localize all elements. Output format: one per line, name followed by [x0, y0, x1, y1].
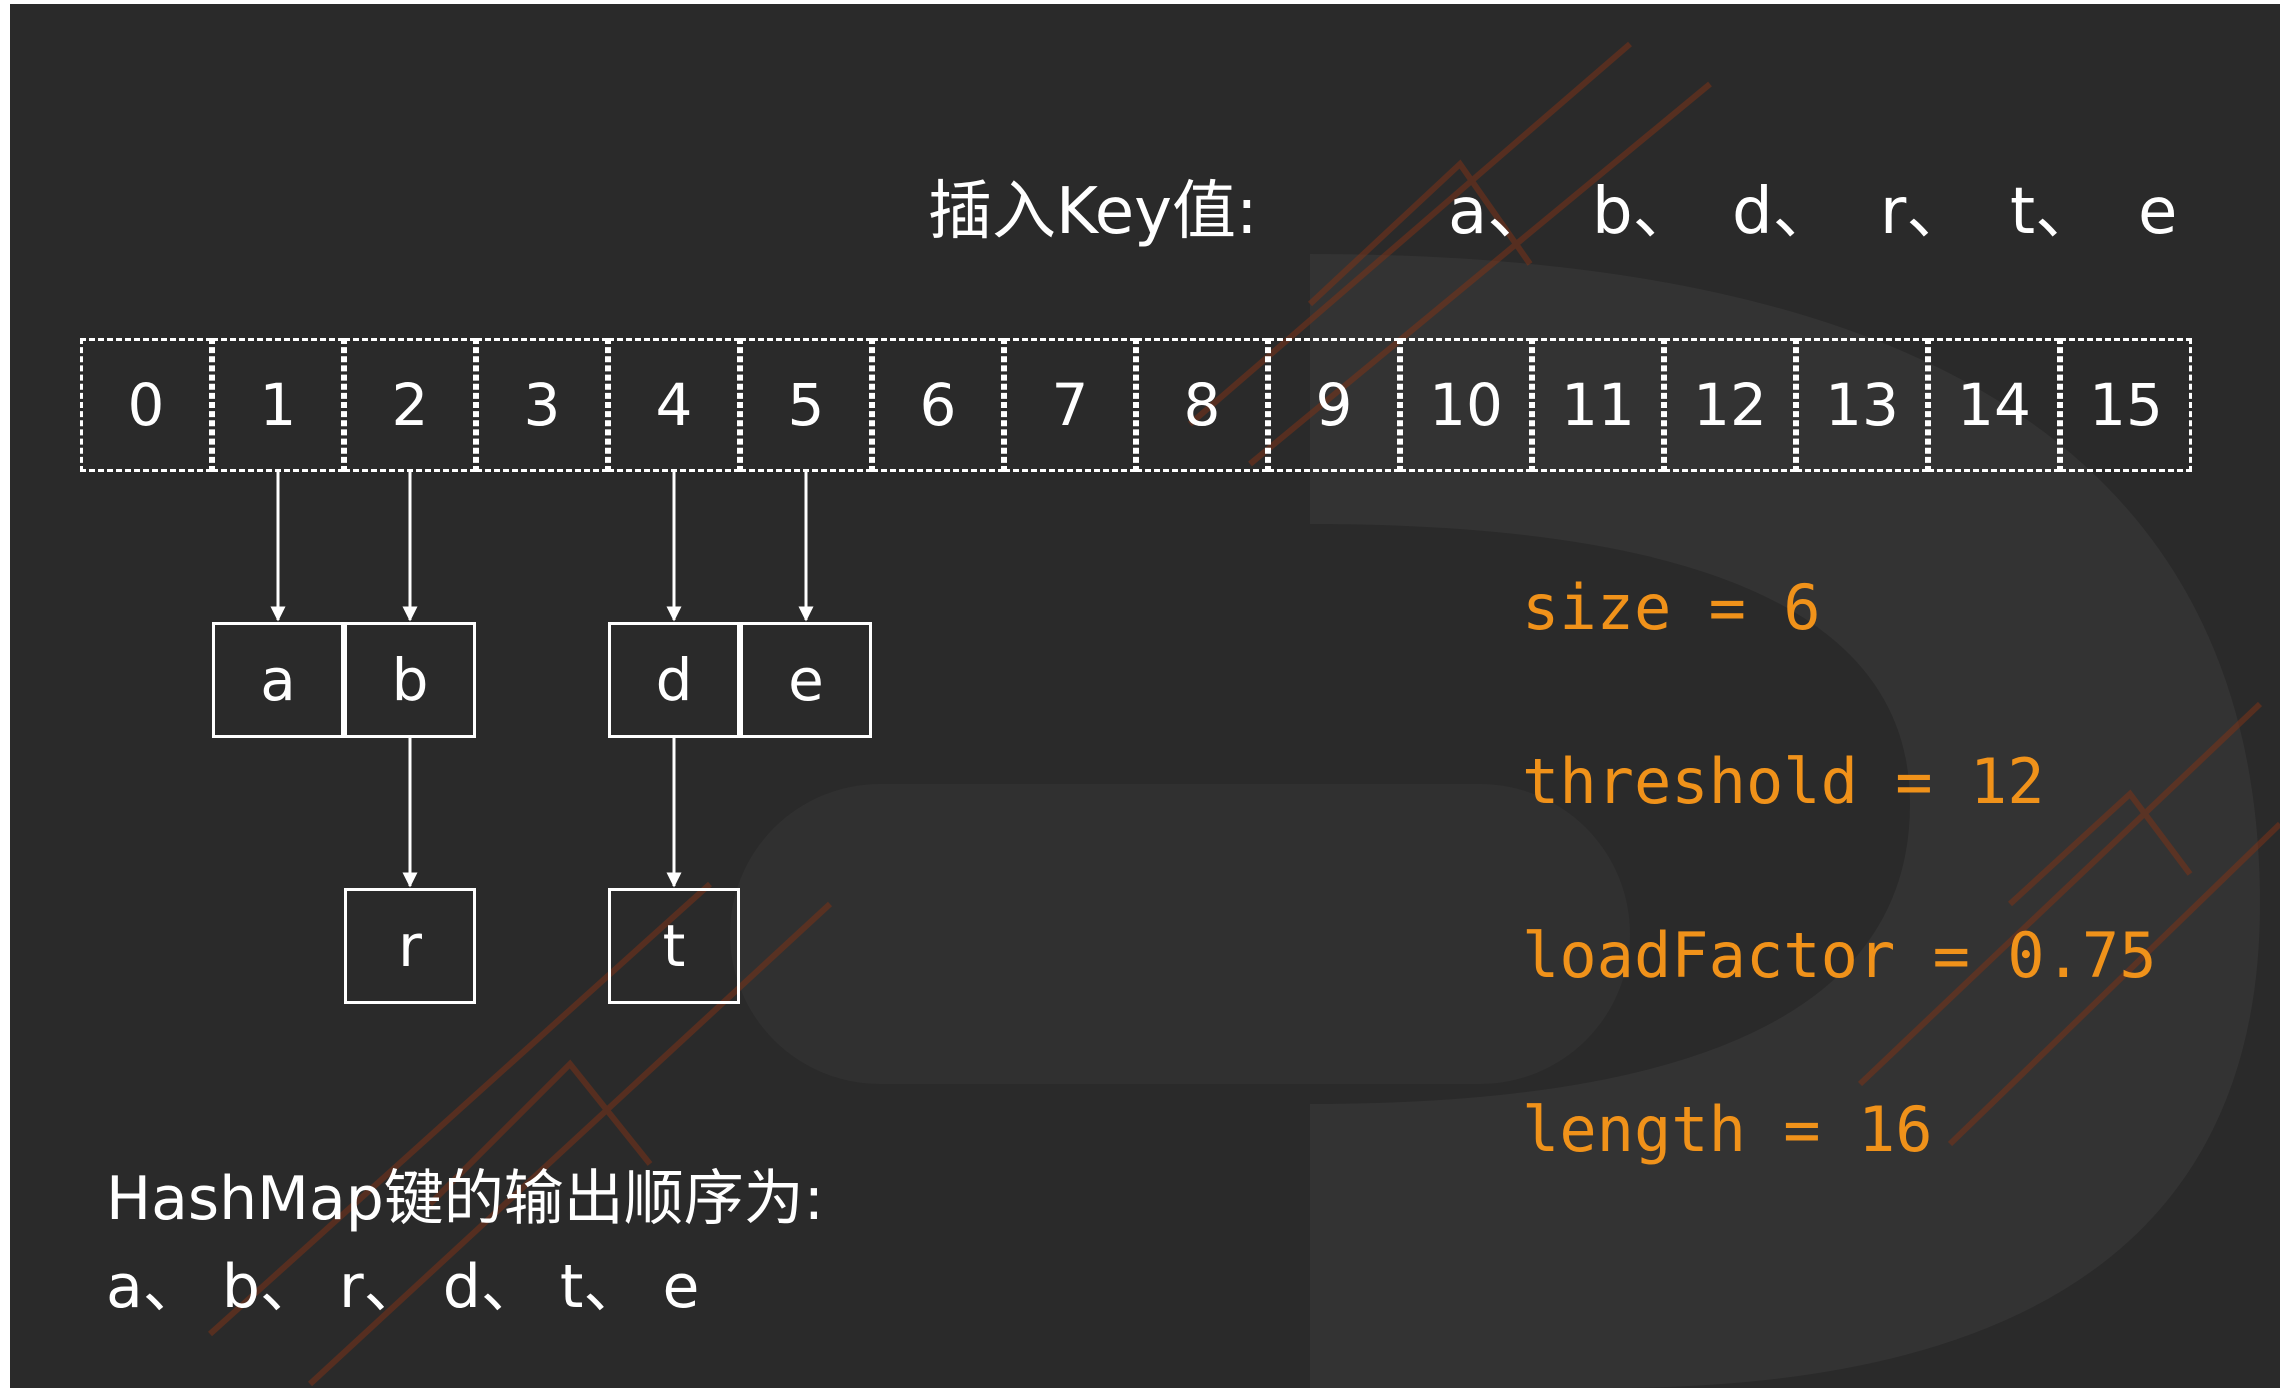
bucket-slot-15: 15 [2060, 338, 2192, 472]
insert-key-t: t、 [2010, 175, 2100, 249]
insert-key-b: b、 [1592, 175, 1697, 249]
node-a: a [212, 622, 344, 738]
background-decoration [207, 41, 2280, 1388]
bucket-slot-12: 12 [1664, 338, 1796, 472]
bucket-slot-8: 8 [1136, 338, 1268, 472]
node-b: b [344, 622, 476, 738]
node-e: e [740, 622, 872, 738]
insert-key-r: r、 [1880, 175, 1971, 249]
bucket-slot-6: 6 [872, 338, 1004, 472]
bucket-slot-10: 10 [1400, 338, 1532, 472]
bucket-slot-1: 1 [212, 338, 344, 472]
bucket-slot-2: 2 [344, 338, 476, 472]
bucket-slot-0: 0 [80, 338, 212, 472]
bucket-slot-3: 3 [476, 338, 608, 472]
bucket-slot-4: 4 [608, 338, 740, 472]
node-t: t [608, 888, 740, 1004]
bucket-slot-13: 13 [1796, 338, 1928, 472]
stat-load-factor: loadFactor = 0.75 [1522, 919, 2157, 992]
output-order-title: HashMap键的输出顺序为: [106, 1164, 825, 1234]
watermark [207, 41, 2280, 1387]
insert-key-e: e [2138, 175, 2178, 249]
bucket-slot-14: 14 [1928, 338, 2060, 472]
logo-bar-shape [730, 784, 1630, 1084]
node-d: d [608, 622, 740, 738]
stat-length: length = 16 [1522, 1093, 1933, 1166]
stat-size: size = 6 [1522, 571, 1821, 644]
bucket-slot-5: 5 [740, 338, 872, 472]
logo-arc-shape [1310, 254, 2260, 1388]
slide-canvas: 插入Key值: a、 b、 d、 r、 t、 e 0 1 2 3 4 5 6 7… [10, 4, 2280, 1388]
bucket-slot-11: 11 [1532, 338, 1664, 472]
node-r: r [344, 888, 476, 1004]
bucket-slot-9: 9 [1268, 338, 1400, 472]
insert-keys-label: 插入Key值: [928, 175, 1258, 249]
insert-key-d: d、 [1732, 175, 1837, 249]
stat-threshold: threshold = 12 [1522, 745, 2045, 818]
output-order-sequence: a、 b、 r、 d、 t、 e [106, 1252, 700, 1322]
insert-key-a: a、 [1448, 175, 1552, 249]
bucket-slot-7: 7 [1004, 338, 1136, 472]
